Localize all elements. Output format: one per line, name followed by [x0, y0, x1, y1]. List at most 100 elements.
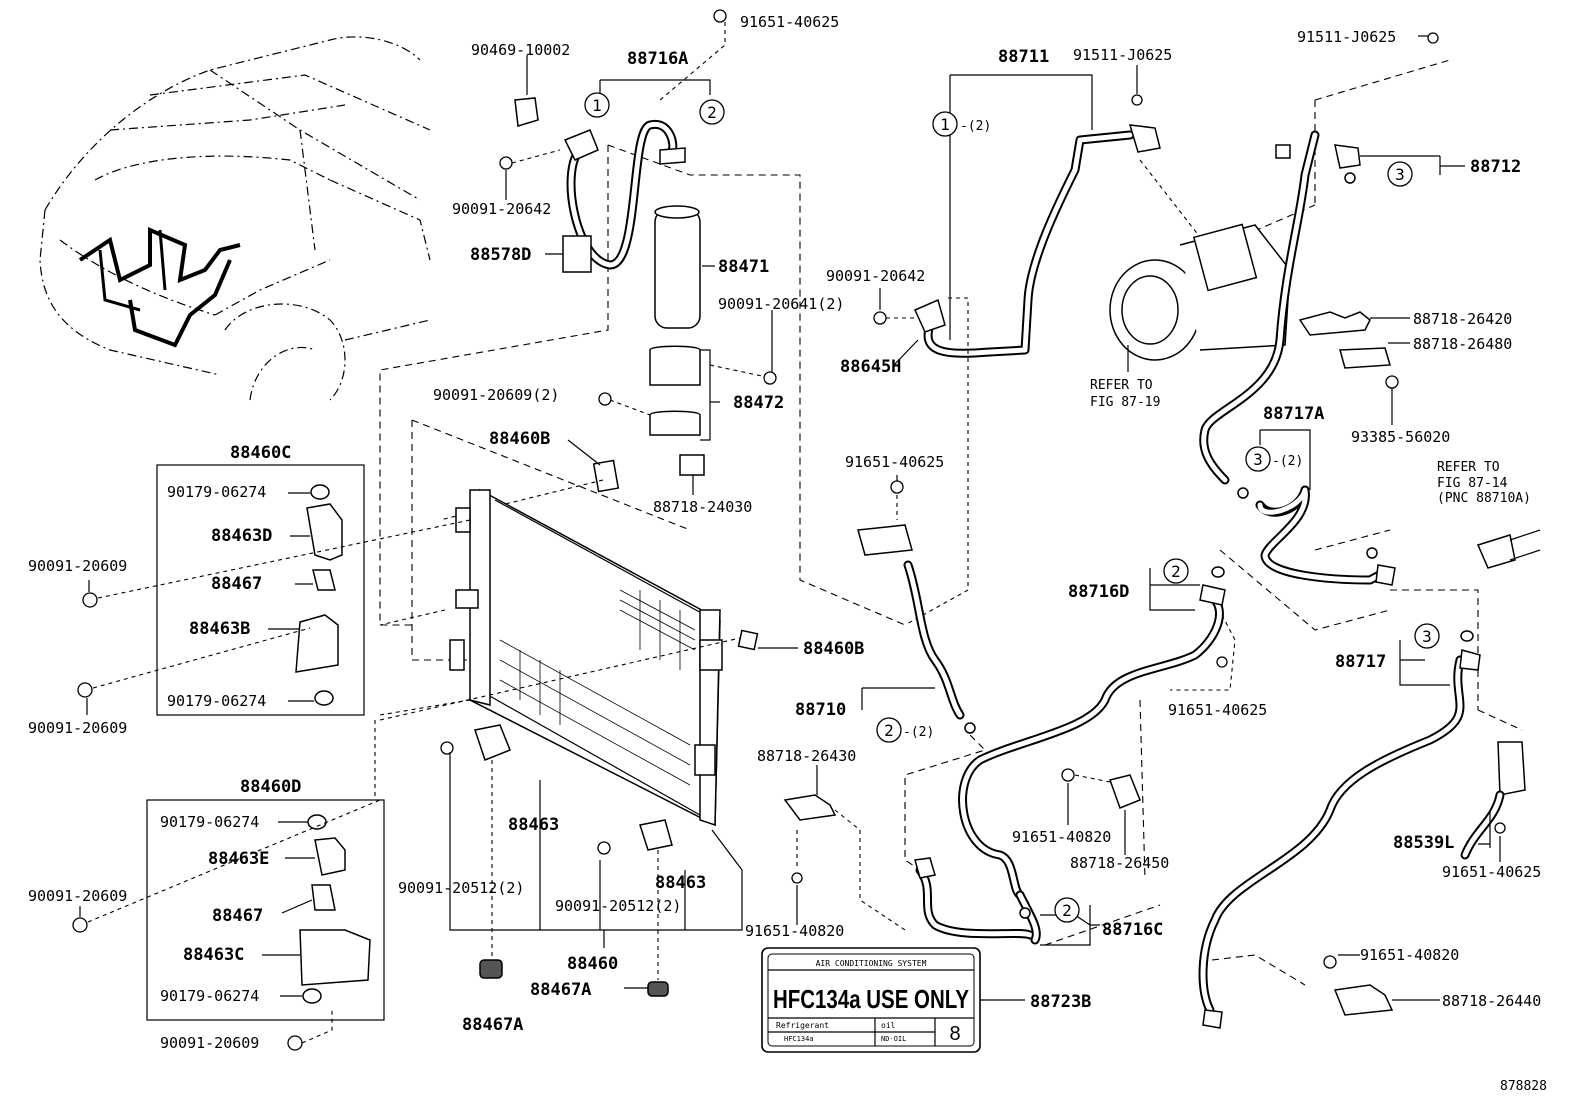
callout-1-qty: -(2)	[960, 119, 991, 134]
label-91651-40625-mid: 91651-40625	[845, 453, 944, 471]
callout-3-b: 3	[1253, 450, 1263, 469]
label-card-system: AIR CONDITIONING SYSTEM	[816, 959, 927, 968]
label-88472: 88472	[733, 393, 784, 413]
label-88578D: 88578D	[470, 245, 531, 265]
label-88467A-a: 88467A	[462, 1015, 523, 1035]
label-88718-26440: 88718-26440	[1442, 992, 1541, 1010]
callout-1: 1	[592, 96, 602, 115]
callout-2-circle-b	[1163, 558, 1189, 584]
callout-1-circle-b	[932, 111, 958, 137]
label-88711: 88711	[998, 47, 1049, 67]
callout-2-c: 2	[884, 721, 894, 740]
label-88717: 88717	[1335, 652, 1386, 672]
callout-2-d: 2	[1062, 901, 1072, 920]
label-90091-20642-a: 90091-20642	[452, 200, 551, 218]
callout-2-circle	[699, 99, 725, 125]
callout-2-circle-c	[876, 717, 902, 743]
label-88471: 88471	[718, 257, 769, 277]
label-card-main: HFC134a USE ONLY	[773, 984, 969, 1014]
label-88717A: 88717A	[1263, 404, 1324, 424]
label-88716A: 88716A	[627, 49, 688, 69]
label-88460: 88460	[567, 954, 618, 974]
label-90179-06274-d: 90179-06274	[160, 987, 259, 1005]
label-88463C: 88463C	[183, 945, 244, 965]
callout-2: 2	[707, 103, 717, 122]
label-card-oil-label: oil	[881, 1021, 896, 1030]
label-card-oil-number: 8	[949, 1023, 960, 1045]
label-88712: 88712	[1470, 157, 1521, 177]
callout-2-b: 2	[1171, 562, 1181, 581]
label-90091-20642-b: 90091-20642	[826, 267, 925, 285]
callout-1-circle	[584, 92, 610, 118]
label-90091-20512-a: 90091-20512(2)	[398, 879, 524, 897]
label-91651-40625-br: 91651-40625	[1442, 863, 1541, 881]
label-88463E: 88463E	[208, 849, 269, 869]
label-90179-06274-b: 90179-06274	[167, 692, 266, 710]
label-90469-10002: 90469-10002	[471, 41, 570, 59]
label-88718-26480: 88718-26480	[1413, 335, 1512, 353]
label-90091-20609-2: 90091-20609(2)	[433, 386, 559, 404]
label-refer-87-19-b: FIG 87-19	[1090, 395, 1160, 410]
callout-3: 3	[1395, 165, 1405, 184]
label-90179-06274-a: 90179-06274	[167, 483, 266, 501]
callouts: 1 2 1 -(2) 3 3 -(2) 2 2 -(2) 2 3	[584, 92, 1440, 923]
label-88718-24030: 88718-24030	[653, 498, 752, 516]
label-refer-87-14-c: (PNC 88710A)	[1437, 491, 1531, 506]
label-88463B: 88463B	[189, 619, 250, 639]
label-90091-20609-a: 90091-20609	[28, 557, 127, 575]
callout-3-qty: -(2)	[1272, 454, 1303, 469]
figure-code: 878828	[1500, 1079, 1547, 1094]
label-card-oil-value: ND-OIL	[881, 1035, 906, 1043]
bracket-box-88460D	[72, 799, 385, 1051]
label-refer-87-19-a: REFER TO	[1090, 378, 1153, 393]
label-91651-40625-top: 91651-40625	[740, 13, 839, 31]
label-refer-87-14-b: FIG 87-14	[1437, 476, 1508, 491]
label-refer-87-14-a: REFER TO	[1437, 460, 1500, 475]
label-88460C: 88460C	[230, 443, 291, 463]
label-88460B-b: 88460B	[803, 639, 864, 659]
callout-1-b: 1	[940, 115, 950, 134]
callout-2-circle-d	[1054, 897, 1080, 923]
compressor	[1109, 32, 1465, 485]
vehicle-outline	[39, 36, 431, 401]
label-88539L: 88539L	[1393, 833, 1454, 853]
label-88718-26450: 88718-26450	[1070, 854, 1169, 872]
label-88460B-a: 88460B	[489, 429, 550, 449]
label-91651-40820-a: 91651-40820	[745, 922, 844, 940]
refrigerant-label-card: AIR CONDITIONING SYSTEM HFC134a USE ONLY…	[761, 947, 1025, 1053]
label-90091-20609-c: 90091-20609	[28, 887, 127, 905]
label-88467-a: 88467	[211, 574, 262, 594]
label-88718-26430: 88718-26430	[757, 747, 856, 765]
label-90179-06274-c: 90179-06274	[160, 813, 259, 831]
label-88463-a: 88463	[508, 815, 559, 835]
label-88723B: 88723B	[1030, 992, 1091, 1012]
label-91511-J0625-b: 91511-J0625	[1297, 28, 1396, 46]
callout-3-circle	[1387, 161, 1413, 187]
label-88460D: 88460D	[240, 777, 301, 797]
label-88463D: 88463D	[211, 526, 272, 546]
callout-3-c: 3	[1422, 627, 1432, 646]
label-91651-40625-r: 91651-40625	[1168, 701, 1267, 719]
label-88645H: 88645H	[840, 357, 901, 377]
label-90091-20512-b: 90091-20512(2)	[555, 897, 681, 915]
label-88463-b: 88463	[655, 873, 706, 893]
label-90091-20609-b: 90091-20609	[28, 719, 127, 737]
label-88710: 88710	[795, 700, 846, 720]
label-88716D: 88716D	[1068, 582, 1129, 602]
label-91511-J0625-a: 91511-J0625	[1073, 46, 1172, 64]
callout-2-qty: -(2)	[903, 725, 934, 740]
suction-hose-group	[857, 65, 1211, 871]
label-88718-26420: 88718-26420	[1413, 310, 1512, 328]
label-91651-40820-c: 91651-40820	[1360, 946, 1459, 964]
part-labels: 91651-40625 90469-10002 88716A 90091-206…	[28, 13, 1547, 1094]
receiver-group	[379, 9, 906, 626]
label-88467-b: 88467	[212, 906, 263, 926]
label-93385-56020: 93385-56020	[1351, 428, 1450, 446]
condenser	[374, 419, 798, 997]
label-88716C: 88716C	[1102, 920, 1163, 940]
callout-3-circle-b	[1245, 446, 1271, 472]
label-card-refrigerant-value: HFC134a	[784, 1035, 814, 1043]
label-91651-40820-b: 91651-40820	[1012, 828, 1111, 846]
